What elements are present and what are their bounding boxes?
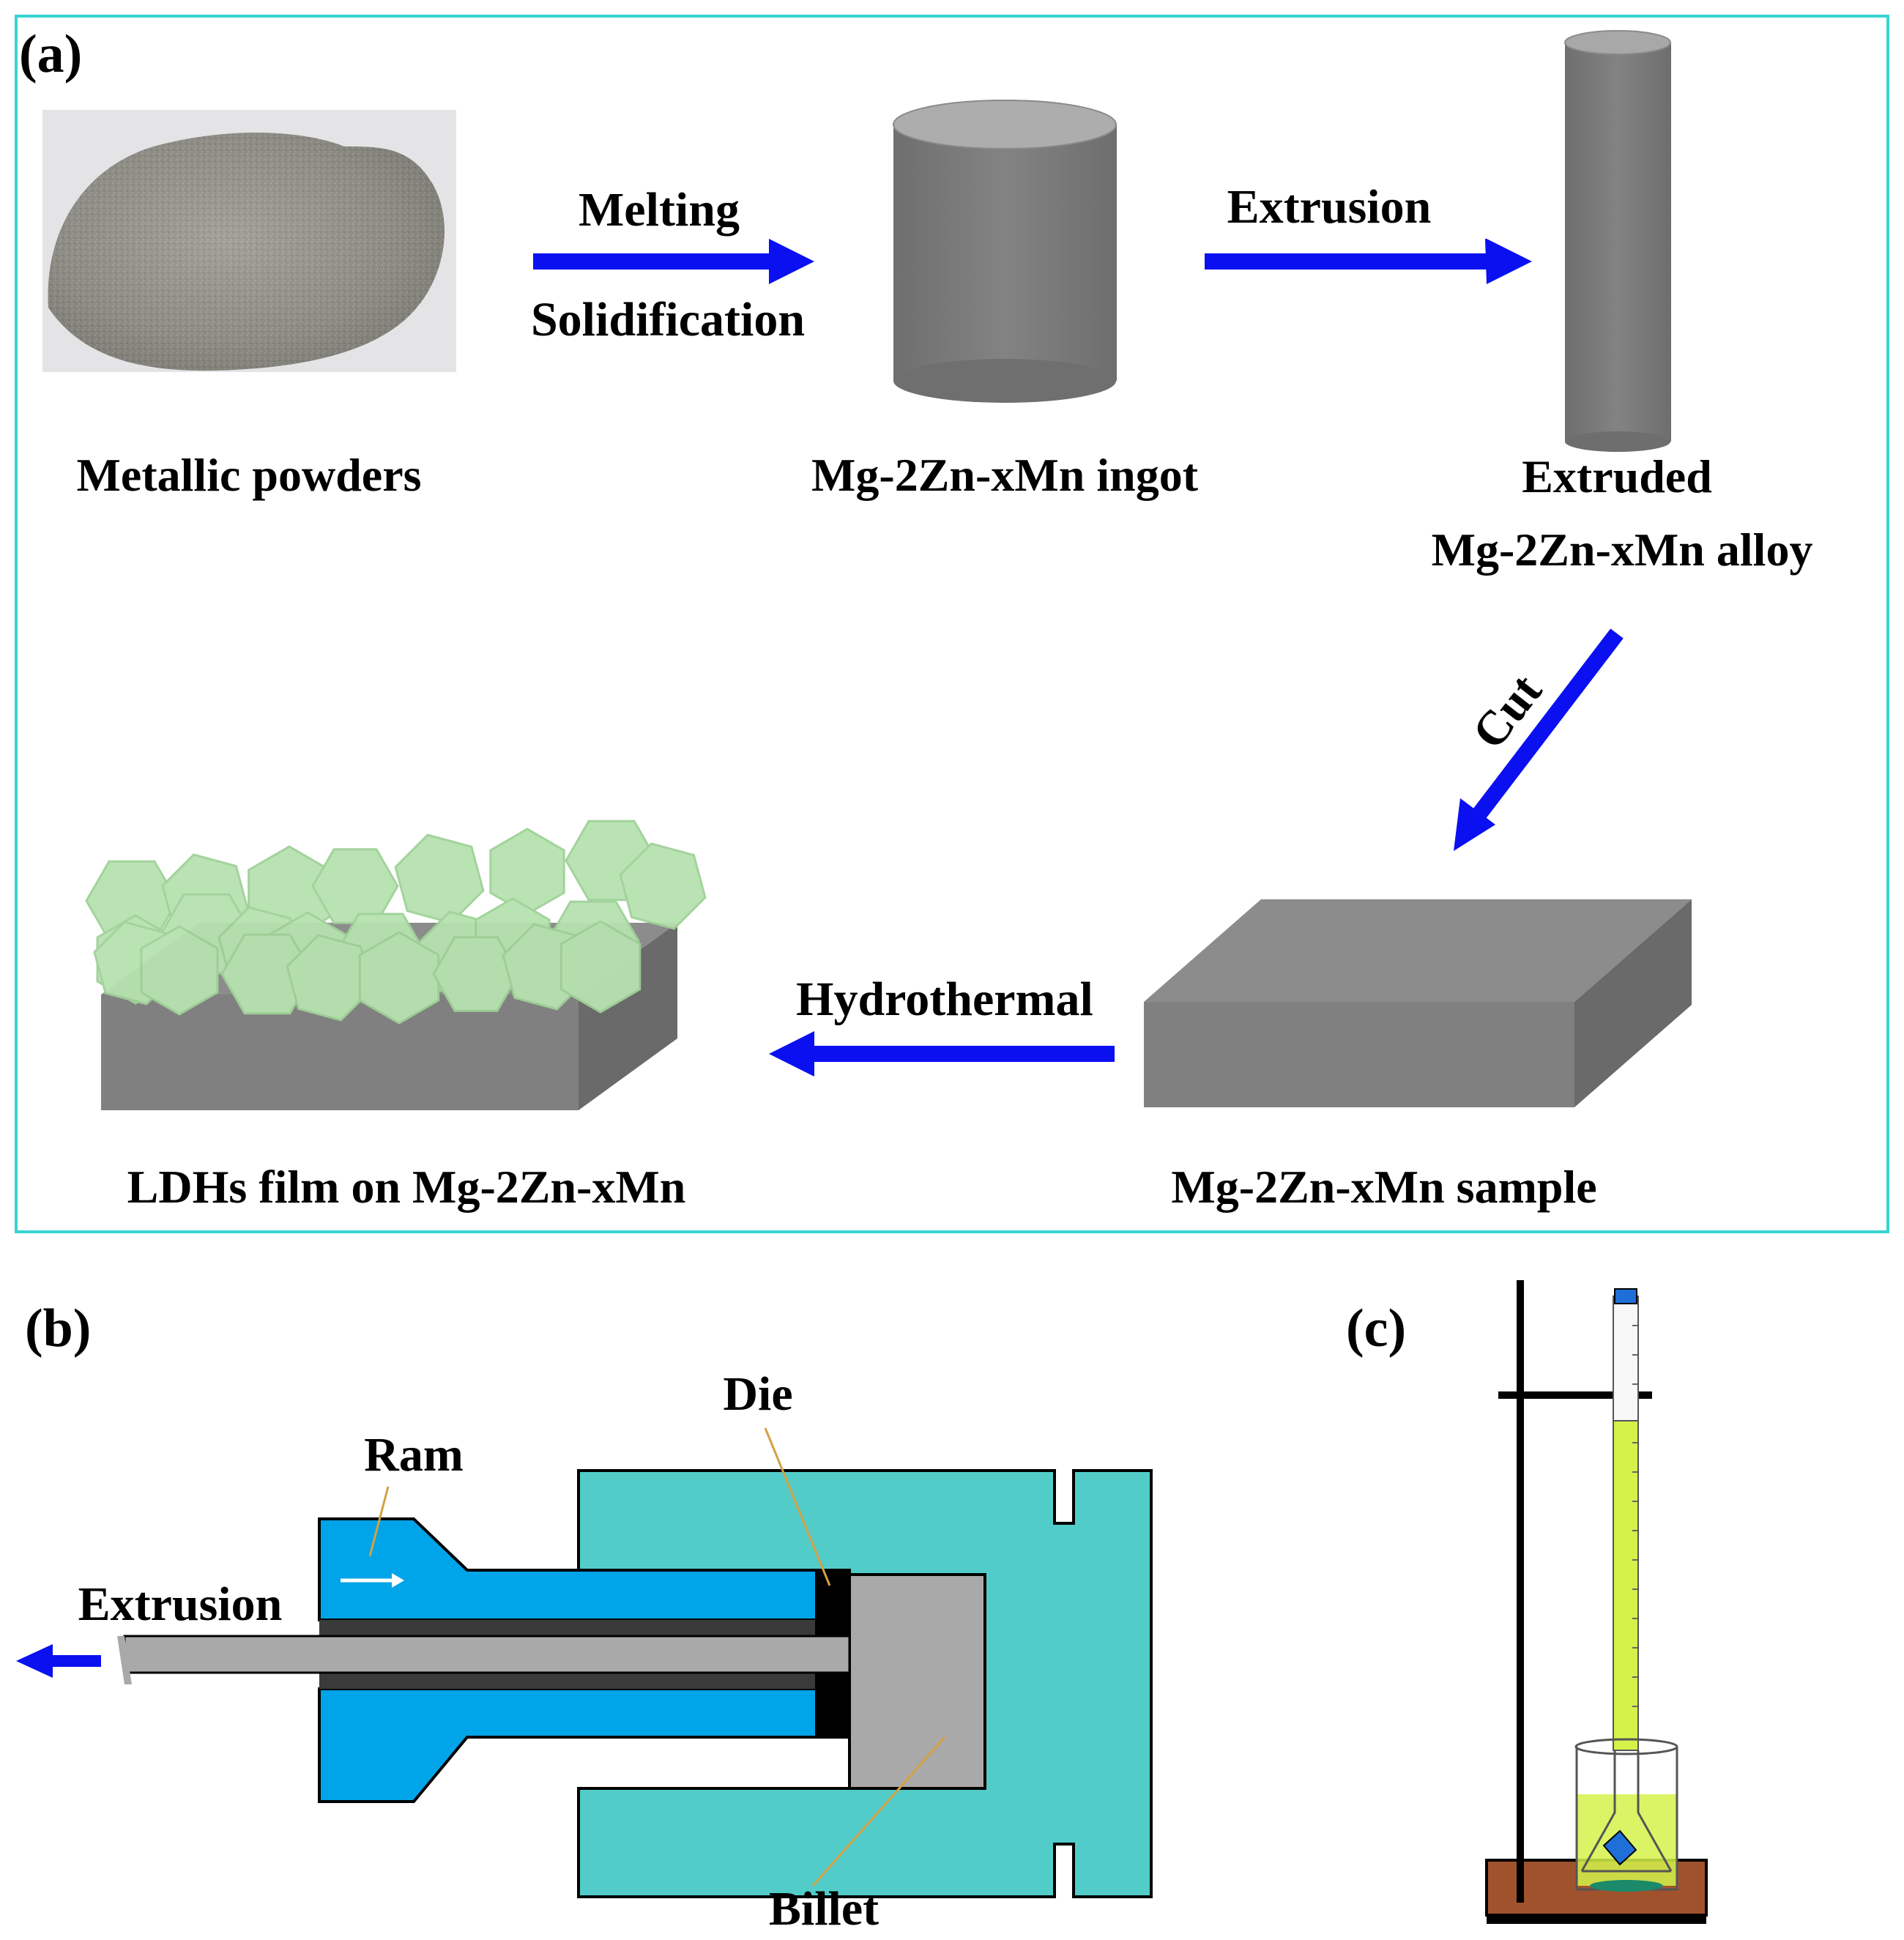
sample-label: Mg-2Zn-xMn sample	[1171, 1161, 1596, 1213]
metallic-powders-image	[42, 110, 456, 372]
stand-clamp	[1498, 1391, 1652, 1399]
ldh-hexagon	[220, 933, 314, 1015]
hydrothermal-arrow	[769, 1031, 1115, 1077]
ldh-crystals	[85, 820, 707, 1025]
metallic-powders-label: Metallic powders	[77, 449, 422, 501]
panel-c: (c)	[1346, 1280, 1708, 1924]
ldh-hexagon	[286, 934, 373, 1022]
extrusion-arrow-a	[1205, 239, 1532, 284]
billet	[117, 1573, 986, 1790]
melting-arrow	[533, 239, 814, 284]
hydrothermal-label: Hydrothermal	[796, 973, 1093, 1026]
sample-block	[1144, 899, 1692, 1107]
die-leader	[764, 1427, 831, 1586]
extrusion-label-b: Extrusion	[78, 1577, 283, 1631]
ldh-hexagon	[394, 833, 485, 924]
billet-label: Billet	[769, 1882, 879, 1936]
ram-leader	[368, 1486, 390, 1557]
panel-a-label: (a)	[19, 24, 82, 84]
die-upper	[815, 1570, 848, 1638]
ldh-hexagon	[559, 920, 642, 1014]
extrusion-label-a: Extrusion	[1227, 180, 1432, 234]
ram	[318, 1517, 851, 1803]
die-label: Die	[723, 1367, 792, 1421]
ldh-hexagon	[358, 931, 440, 1025]
panel-a-frame	[15, 15, 1889, 1233]
stand-rod	[1517, 1280, 1524, 1903]
ldh-film-label: LDHs film on Mg-2Zn-xMn	[127, 1161, 686, 1213]
ram-label: Ram	[364, 1428, 464, 1482]
die-lower	[815, 1673, 848, 1737]
extruded-label-line1: Extruded	[1522, 450, 1712, 502]
beaker	[1574, 1738, 1678, 1892]
ldh-hexagon	[432, 936, 520, 1012]
cut-arrow	[1454, 628, 1624, 851]
ldh-hexagon	[489, 828, 565, 915]
panel-b: (b) Ram Die Billet Extrusi	[16, 1298, 1153, 1936]
burette	[1613, 1288, 1639, 1751]
ldh-hexagon	[140, 925, 219, 1016]
panel-b-label: (b)	[25, 1298, 91, 1359]
billet-leader	[811, 1736, 946, 1887]
extrusion-arrow-b	[16, 1644, 101, 1678]
panel-c-label: (c)	[1346, 1298, 1406, 1359]
panel-a: (a) Metallic powders Melting Solidificat…	[15, 15, 1889, 1233]
extruded-rod	[1564, 30, 1671, 452]
solidification-label: Solidification	[531, 293, 805, 346]
extruded-label-line2: Mg-2Zn-xMn alloy	[1432, 524, 1813, 576]
ingot-cylinder	[893, 100, 1117, 403]
ldh-hexagon	[619, 842, 707, 930]
ingot-label: Mg-2Zn-xMn ingot	[811, 449, 1199, 501]
melting-label: Melting	[579, 183, 740, 237]
